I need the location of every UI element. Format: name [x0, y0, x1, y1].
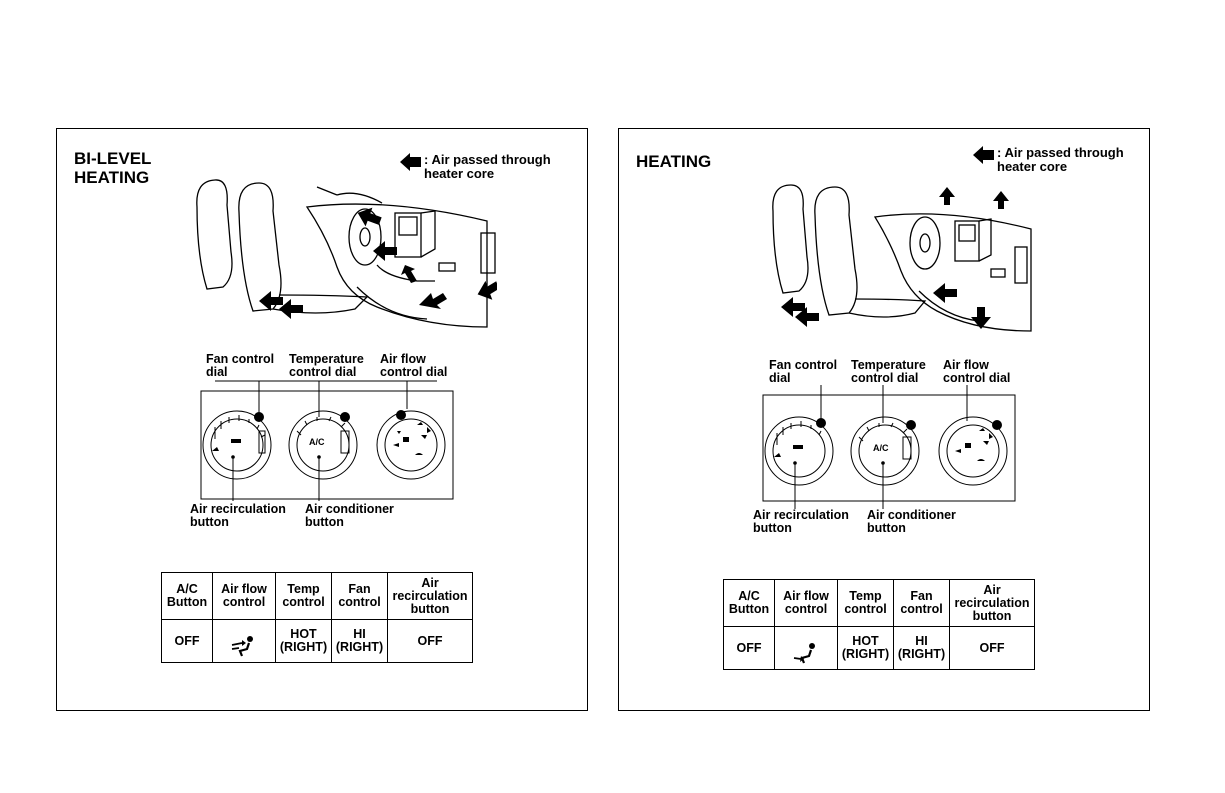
header-fan-control: Fan control [893, 579, 950, 627]
air-recirculation-button-label: Air recirculation button [753, 508, 849, 535]
legend-text: : Air passed through heater core [424, 152, 551, 181]
fan-control-dial-label: Fan control dial [769, 358, 838, 385]
car-interior-illustration [196, 179, 497, 328]
legend: : Air passed through heater core [973, 146, 1124, 174]
bi-level-airflow-icon [231, 636, 253, 657]
header-air-flow-control: Air flow control [212, 572, 276, 620]
air-flow-control-dial-label: Air flow control dial [943, 358, 1011, 385]
legend-text: : Air passed through heater core [997, 145, 1124, 174]
bi-level-heating-panel: BI-LEVEL HEATING : Air passed through he… [56, 128, 588, 711]
table-header-row: A/C Button Air flow control Temp control… [723, 579, 1035, 627]
value-temp-control: HOT (RIGHT) [275, 619, 332, 663]
air-flow-control-dial-label: Air flow control dial [380, 352, 448, 379]
air-conditioner-button-label: Air conditioner button [867, 508, 956, 535]
air-conditioner-button-label: Air conditioner button [305, 502, 394, 529]
ac-dial-text: A/C [873, 443, 889, 453]
table-row: OFF HOT (RIGHT) HI (RIGHT) OFF [723, 626, 1035, 670]
value-fan-control: HI (RIGHT) [331, 619, 388, 663]
value-fan-control: HI (RIGHT) [893, 626, 950, 670]
table-row: OFF HOT (RIGHT) HI (RIGHT) OFF [161, 619, 473, 663]
heated-air-arrow-icon [400, 153, 421, 171]
value-ac-button: OFF [161, 619, 213, 663]
settings-table: A/C Button Air flow control Temp control… [161, 572, 473, 663]
header-air-flow-control: Air flow control [774, 579, 838, 627]
temperature-control-dial-label: Temperature control dial [289, 352, 364, 379]
value-ac-button: OFF [723, 626, 775, 670]
legend: : Air passed through heater core [400, 153, 551, 181]
value-air-flow-control [212, 619, 276, 663]
heated-air-arrow-icon [973, 146, 994, 164]
value-temp-control: HOT (RIGHT) [837, 626, 894, 670]
value-air-recirculation-button: OFF [387, 619, 473, 663]
table-header-row: A/C Button Air flow control Temp control… [161, 572, 473, 620]
car-interior-illustration [772, 184, 1032, 332]
header-air-recirculation-button: Air recirculation button [387, 572, 473, 620]
header-ac-button: A/C Button [161, 572, 213, 620]
foot-airflow-icon [793, 643, 815, 664]
climate-control-panel: A/C [200, 380, 454, 501]
air-recirculation-button-label: Air recirculation button [190, 502, 286, 529]
mode-title: HEATING [636, 152, 712, 171]
header-air-recirculation-button: Air recirculation button [949, 579, 1035, 627]
heating-panel: HEATING : Air passed through heater core [618, 128, 1150, 711]
settings-table: A/C Button Air flow control Temp control… [723, 579, 1035, 670]
value-air-flow-control [774, 626, 838, 670]
temperature-control-dial-label: Temperature control dial [851, 358, 926, 385]
header-temp-control: Temp control [275, 572, 332, 620]
value-air-recirculation-button: OFF [949, 626, 1035, 670]
ac-dial-text: A/C [309, 437, 325, 447]
header-fan-control: Fan control [331, 572, 388, 620]
header-ac-button: A/C Button [723, 579, 775, 627]
header-temp-control: Temp control [837, 579, 894, 627]
mode-title: BI-LEVEL HEATING [74, 149, 152, 187]
climate-control-panel: A/C [762, 385, 1016, 509]
fan-control-dial-label: Fan control dial [206, 352, 275, 379]
